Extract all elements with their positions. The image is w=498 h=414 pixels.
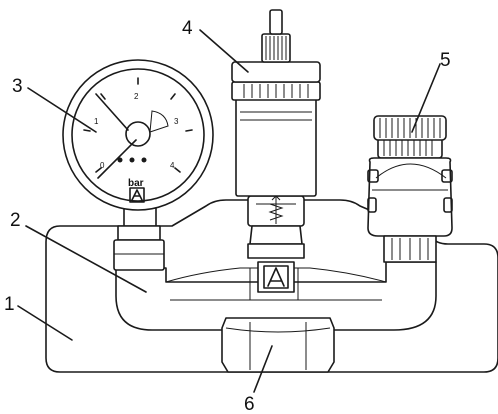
callout-1: 1 bbox=[4, 294, 15, 315]
callout-6: 6 bbox=[244, 394, 255, 414]
gauge-stem bbox=[113, 207, 165, 271]
safety-valve bbox=[231, 9, 321, 197]
gauge-logo bbox=[129, 187, 145, 203]
pressure-gauge bbox=[62, 59, 214, 211]
gauge-tick-0: 0 bbox=[100, 161, 105, 170]
callout-3: 3 bbox=[12, 76, 23, 97]
gauge-tick-1: 1 bbox=[94, 117, 99, 126]
callout-2: 2 bbox=[10, 210, 21, 231]
gauge-tick-3: 3 bbox=[174, 117, 179, 126]
callout-5: 5 bbox=[440, 50, 451, 71]
gauge-unit: bar bbox=[128, 178, 144, 189]
body-logo-badge bbox=[263, 265, 289, 289]
gauge-tick-2: 2 bbox=[134, 92, 139, 101]
bottom-hex-nut bbox=[221, 317, 335, 373]
gauge-tick-4: 4 bbox=[170, 161, 175, 170]
callout-4: 4 bbox=[182, 18, 193, 39]
leader-lines bbox=[17, 29, 441, 393]
air-vent-valve bbox=[367, 115, 453, 263]
